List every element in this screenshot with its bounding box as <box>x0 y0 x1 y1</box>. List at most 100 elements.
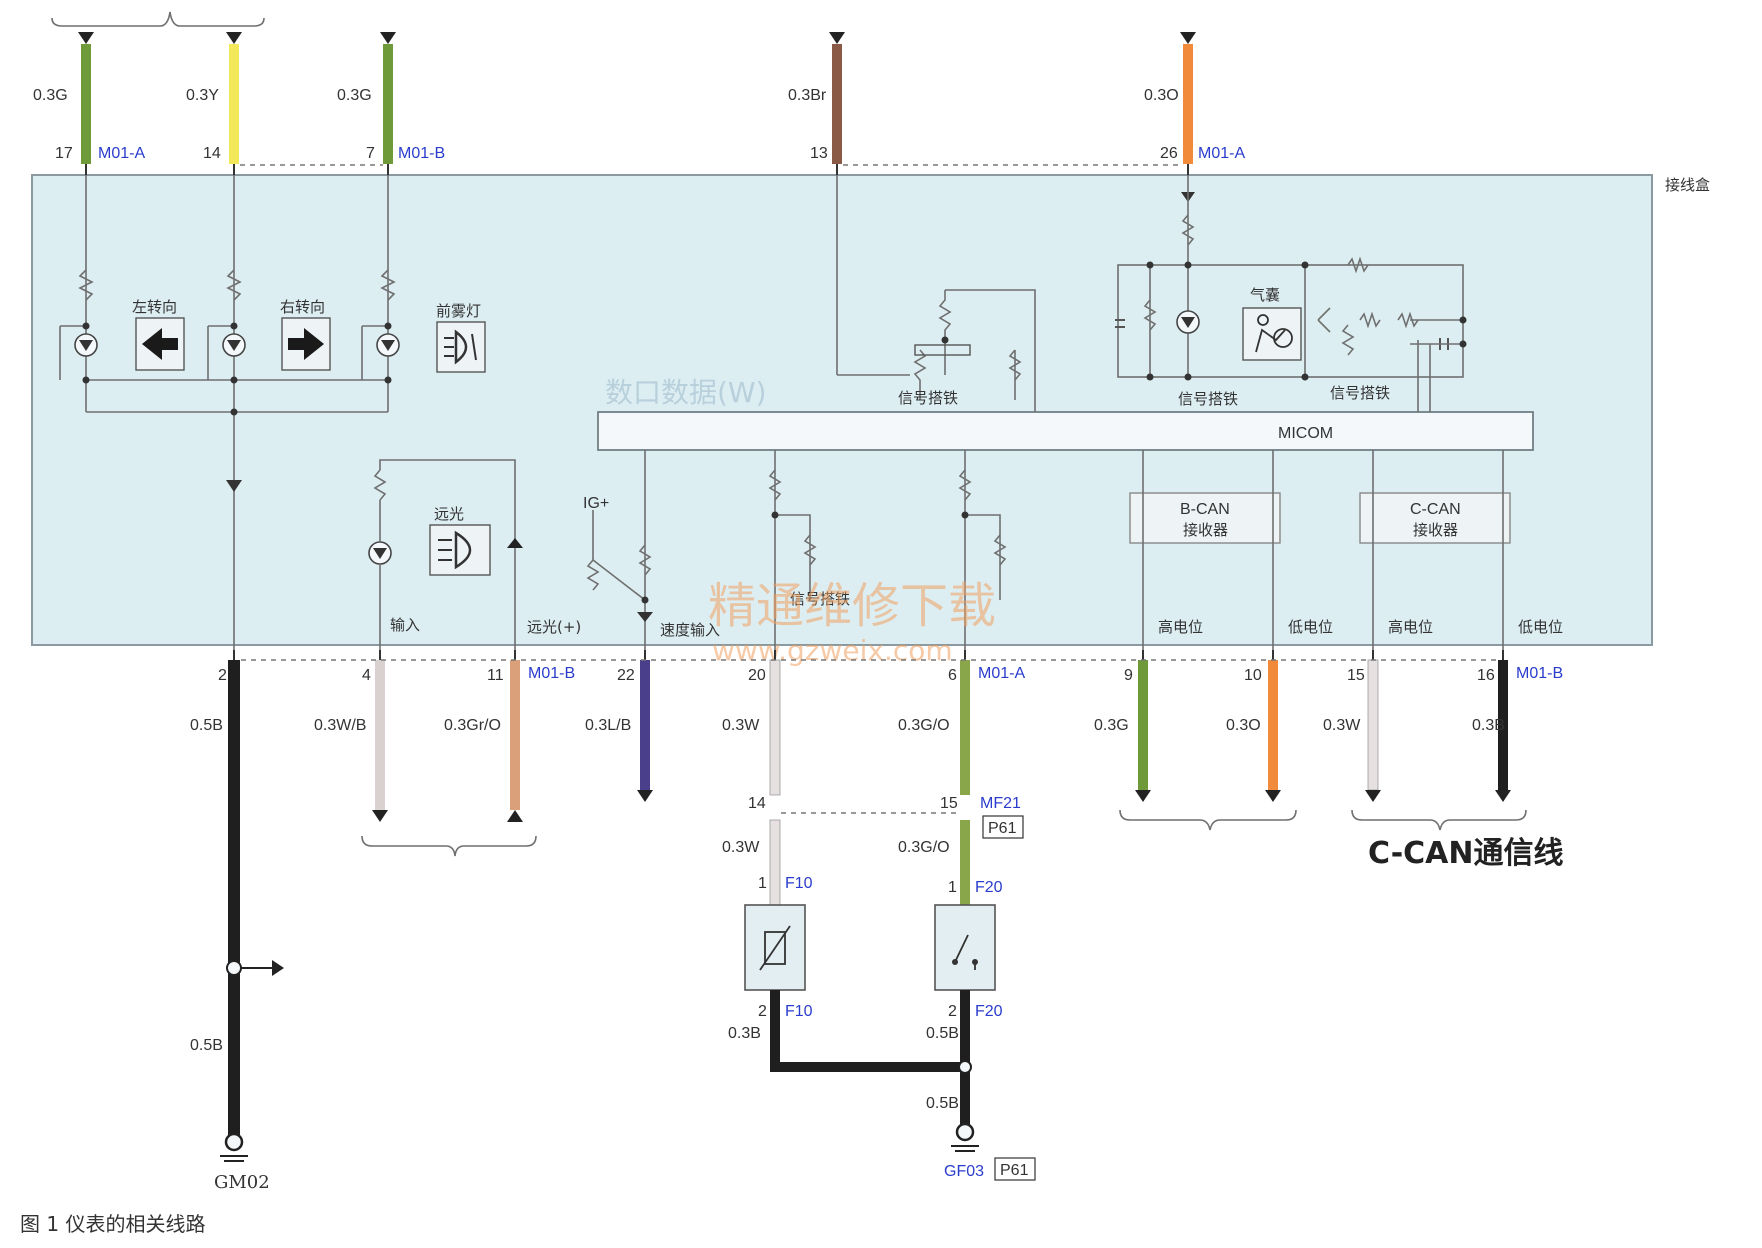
top-wire-7 <box>380 32 396 175</box>
ground-right-label: GF03 <box>944 1163 984 1180</box>
connector-label: M01-B <box>1516 665 1563 682</box>
connector-label: M01-B <box>398 145 445 162</box>
pin-number: 2 <box>218 667 227 684</box>
bottom-wire-6 <box>960 650 970 795</box>
bottom-brace-ccan <box>1351 809 1527 831</box>
f20-label-bottom: F20 <box>975 1003 1003 1020</box>
signal-ground-label: 信号搭铁 <box>790 590 850 608</box>
f10-label-bottom: F10 <box>785 1003 813 1020</box>
ground-right-spec: 0.5B <box>926 1095 959 1112</box>
airbag-icon <box>1242 307 1302 361</box>
high-level-label: 高电位 <box>1158 618 1203 636</box>
wire-spec: 0.3W <box>1323 717 1361 734</box>
junction-box <box>31 174 1653 646</box>
speed-input-label: 速度输入 <box>660 621 720 639</box>
ground-left-spec: 0.5B <box>190 1037 223 1054</box>
junction-box-label: 接线盒 <box>1665 176 1710 194</box>
mf21-connector: MF21 <box>980 795 1021 812</box>
pin-number: 22 <box>617 667 635 684</box>
top-wire-26 <box>1180 32 1196 175</box>
faded-data-label: 数口数据(W) <box>605 376 767 409</box>
f10-sensor <box>744 904 806 991</box>
pin-number: 16 <box>1477 667 1495 684</box>
pin-number: 20 <box>748 667 766 684</box>
wire-spec: 0.3O <box>1144 87 1179 104</box>
wire-spec: 0.3W <box>722 717 760 734</box>
fog-lamp-label: 前雾灯 <box>436 302 481 320</box>
ig-label: IG+ <box>583 495 609 512</box>
f20-spec-top: 0.3G/O <box>898 839 950 856</box>
bcan-receiver <box>1129 492 1281 544</box>
mf21-box-label: P61 <box>988 820 1017 837</box>
pin-number: 4 <box>362 667 371 684</box>
connector-label: M01-B <box>528 665 575 682</box>
pin-number: 14 <box>203 145 221 162</box>
ground-right-box-label: P61 <box>1000 1162 1029 1179</box>
ccan-receiver-sub: 接收器 <box>1413 521 1458 539</box>
f10-spec-bottom: 0.3B <box>728 1025 761 1042</box>
high-beam-circuit <box>368 459 523 650</box>
pin-number: 15 <box>1347 667 1365 684</box>
mf21-box <box>982 815 1024 839</box>
pin-number: 13 <box>810 145 828 162</box>
left-indicator-circuits <box>59 175 400 650</box>
wire-spec: 0.3B <box>1472 717 1505 734</box>
ground-left-splice <box>226 960 284 976</box>
can-bus-lines <box>1142 450 1504 650</box>
f20-pin-bottom: 2 <box>948 1003 957 1020</box>
left-turn-icon <box>135 317 185 371</box>
bottom-wire-16 <box>1495 650 1511 802</box>
connector-label: M01-A <box>1198 145 1245 162</box>
f10-wire-top <box>769 819 781 906</box>
wire-spec: 0.3G <box>337 87 372 104</box>
top-left-brace <box>51 11 265 27</box>
pin-number: 26 <box>1160 145 1178 162</box>
bottom-wire-4 <box>372 650 388 822</box>
figure-caption: 图 1 仪表的相关线路 <box>20 1212 206 1236</box>
pin-number: 17 <box>55 145 73 162</box>
airbag-label: 气囊 <box>1250 286 1280 304</box>
f20-switch <box>934 904 996 991</box>
f10-spec-top: 0.3W <box>722 839 760 856</box>
mf21-pin-left: 14 <box>748 795 766 812</box>
f20-spec-bottom: 0.5B <box>926 1025 959 1042</box>
left-turn-label: 左转向 <box>132 298 177 316</box>
bottom-wire-11 <box>507 650 523 822</box>
f20-pin-top: 1 <box>948 879 957 896</box>
ccan-comm-label: C-CAN通信线 <box>1368 836 1564 871</box>
high-beam-label: 远光 <box>434 505 464 523</box>
high-beam-plus-label: 远光(+) <box>527 618 581 636</box>
bottom-brace-bcan <box>1119 809 1297 831</box>
connector-label: M01-A <box>98 145 145 162</box>
wire-spec: 0.5B <box>190 717 223 734</box>
f20-label-top: F20 <box>975 879 1003 896</box>
high-beam-icon <box>429 524 491 576</box>
f10-pin-bottom: 2 <box>758 1003 767 1020</box>
bottom-wire-9 <box>1135 650 1151 802</box>
high-level-label: 高电位 <box>1388 618 1433 636</box>
ground-links-right <box>770 990 972 1130</box>
bottom-wire-20 <box>769 650 781 796</box>
bcan-receiver-sub: 接收器 <box>1183 521 1228 539</box>
wire-spec: 0.3G <box>33 87 68 104</box>
bottom-brace-left <box>361 835 537 857</box>
f20-wire-top <box>960 820 970 905</box>
airbag-circuit <box>1115 175 1467 412</box>
watermark-cn: 精通维修下载 <box>708 578 996 634</box>
ground-right-box <box>994 1157 1036 1181</box>
wire-spec: 0.3G <box>1094 717 1129 734</box>
pin-number: 10 <box>1244 667 1262 684</box>
sensor-circuits <box>586 450 1007 650</box>
pin-number: 9 <box>1124 667 1133 684</box>
wire-spec: 0.3Br <box>788 87 827 104</box>
watermark-url: www.gzweix.com <box>712 634 953 667</box>
fog-lamp-icon <box>436 321 486 373</box>
micom-unit <box>597 411 1534 451</box>
f10-pin-top: 1 <box>758 875 767 892</box>
bottom-wire-2 <box>228 650 240 1140</box>
wire-spec: 0.3O <box>1226 717 1261 734</box>
right-turn-label: 右转向 <box>280 298 325 316</box>
top-wire-14 <box>226 32 242 175</box>
wire-spec: 0.3L/B <box>585 717 631 734</box>
top-wire-17 <box>78 32 94 175</box>
